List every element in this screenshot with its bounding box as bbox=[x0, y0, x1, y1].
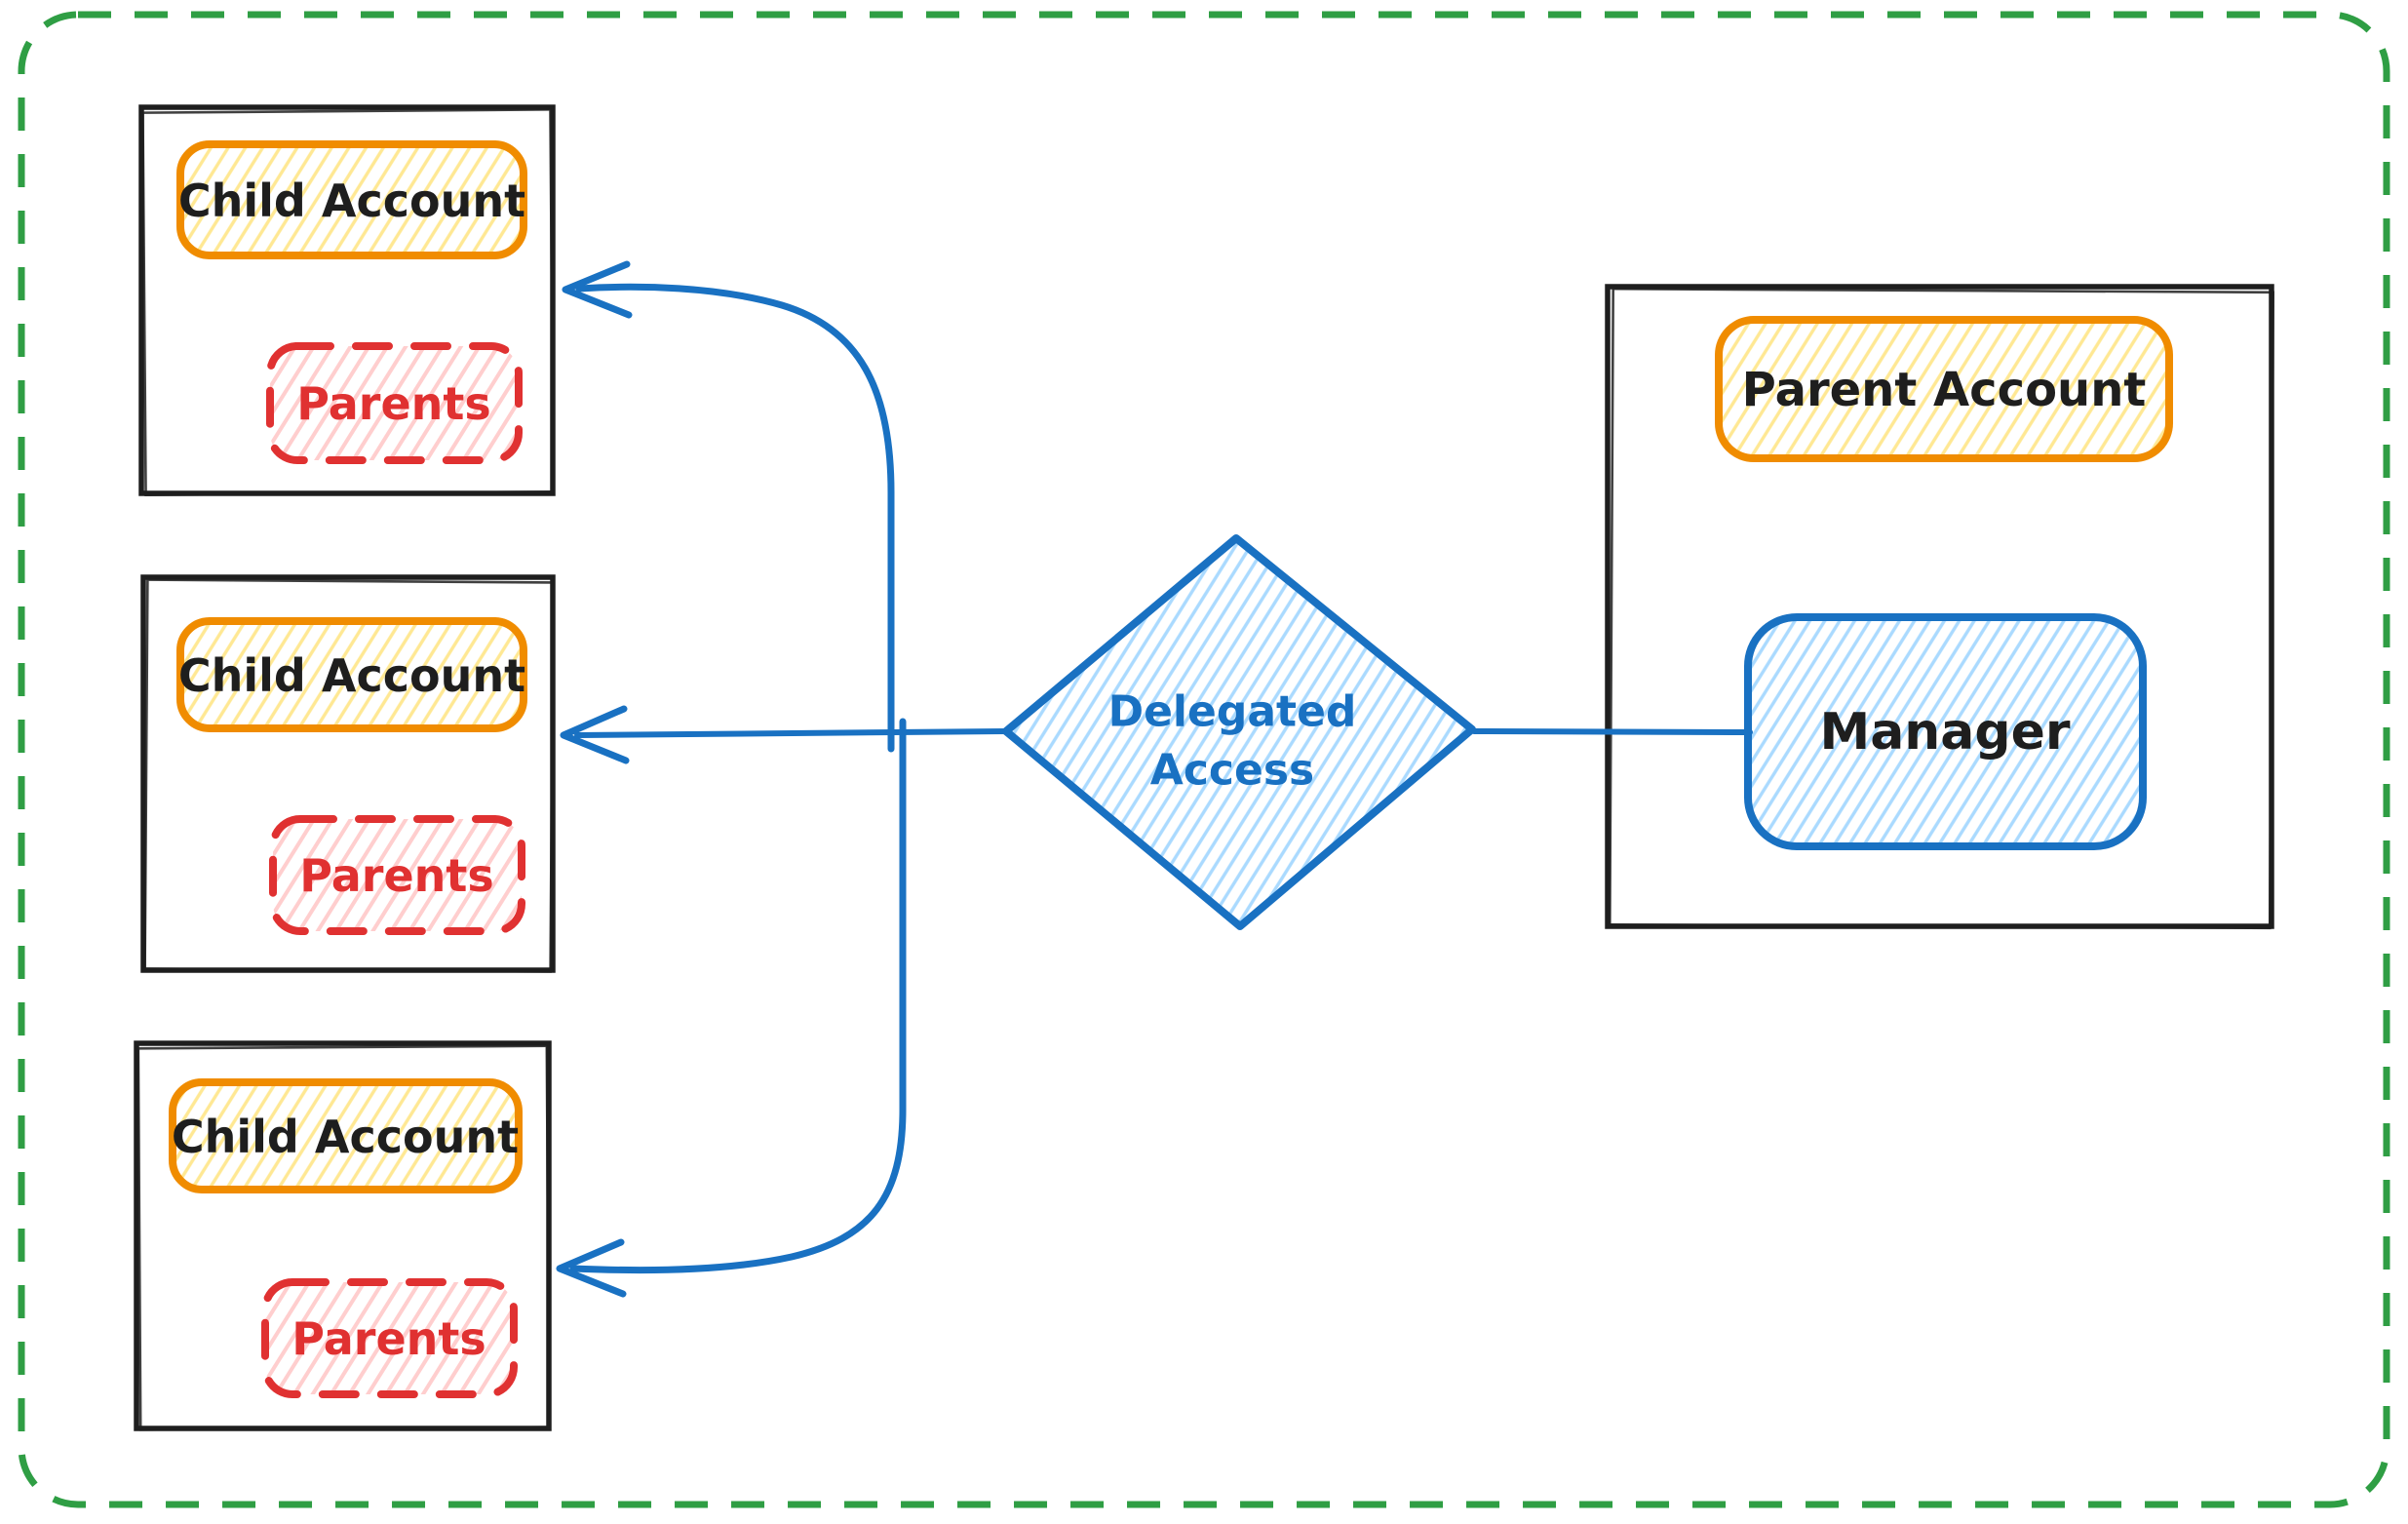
parents-tag-label: Parents bbox=[296, 377, 491, 430]
child-account-title: Child Account bbox=[178, 175, 525, 227]
child-account-node-3[interactable]: Child Account Parents bbox=[134, 1040, 552, 1431]
parent-account-node[interactable]: Parent Account Manager bbox=[1605, 284, 2274, 930]
arrow-to-child-3[interactable] bbox=[556, 718, 907, 1298]
manager-label: Manager bbox=[1819, 703, 2070, 762]
child-account-label[interactable]: Child Account bbox=[169, 1078, 523, 1193]
parents-tag[interactable]: Parents bbox=[261, 1278, 518, 1398]
child-account-title: Child Account bbox=[172, 1111, 519, 1163]
arrow-to-child-2[interactable] bbox=[560, 705, 1009, 764]
child-account-label[interactable]: Child Account bbox=[176, 617, 527, 732]
delegated-access-diamond[interactable]: Delegated Access bbox=[1002, 534, 1476, 930]
parent-account-title: Parent Account bbox=[1742, 363, 2147, 417]
child-account-title: Child Account bbox=[178, 649, 525, 702]
parents-tag[interactable]: Parents bbox=[266, 342, 523, 464]
child-account-node-1[interactable]: Child Account Parents bbox=[138, 104, 556, 496]
child-account-label[interactable]: Child Account bbox=[176, 140, 527, 259]
arrow-to-child-1[interactable] bbox=[562, 260, 895, 753]
parent-account-label[interactable]: Parent Account bbox=[1715, 316, 2173, 462]
manager-to-diamond-connector[interactable] bbox=[1471, 728, 1753, 735]
parents-tag-label: Parents bbox=[291, 1312, 486, 1365]
child-account-node-2[interactable]: Child Account Parents bbox=[140, 574, 556, 973]
delegated-access-label-line2: Access bbox=[1150, 746, 1314, 796]
parents-tag-label: Parents bbox=[299, 849, 494, 902]
delegated-access-label-line1: Delegated bbox=[1108, 687, 1357, 737]
canvas-dashed-border bbox=[18, 11, 2390, 1508]
manager-node[interactable]: Manager bbox=[1744, 613, 2147, 850]
parents-tag[interactable]: Parents bbox=[269, 815, 525, 935]
